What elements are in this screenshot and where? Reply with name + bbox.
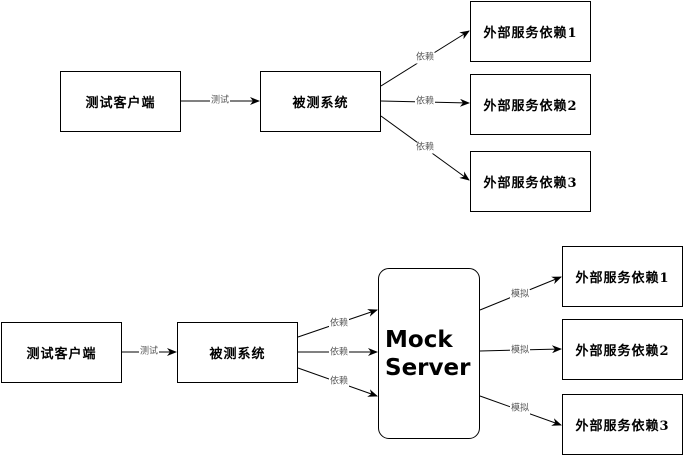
node-label: 外部服务依赖3	[575, 419, 670, 434]
mock-server-label: Mock Server	[385, 326, 471, 381]
top-external-dependency-3-node: 外部服务依赖3	[470, 151, 591, 212]
edge-label-bottom-mock2: 依赖	[328, 347, 350, 359]
edge-label-bottom-simulate2: 模拟	[509, 345, 531, 357]
edge-label-bottom-mock3: 依赖	[328, 376, 350, 388]
edge-label-bottom-mock1: 依赖	[328, 318, 350, 330]
bottom-system-under-test-node: 被测系统	[177, 322, 298, 383]
edge-label-bottom-simulate3: 模拟	[509, 403, 531, 415]
bottom-external-dependency-1-node: 外部服务依赖1	[562, 246, 683, 307]
node-label: 外部服务依赖1	[575, 271, 670, 286]
node-label: 外部服务依赖2	[483, 99, 578, 114]
top-system-under-test-node: 被测系统	[260, 71, 381, 132]
top-external-dependency-2-node: 外部服务依赖2	[470, 74, 591, 135]
mock-server-node: Mock Server	[378, 268, 480, 439]
bottom-external-dependency-3-node: 外部服务依赖3	[562, 394, 683, 455]
node-label: 测试客户端	[85, 96, 156, 111]
node-label: 测试客户端	[26, 347, 97, 362]
edge-label-bottom-test: 测试	[138, 346, 160, 358]
top-test-client-node: 测试客户端	[60, 71, 181, 132]
edge-label-top-dep3: 依赖	[414, 142, 436, 154]
edge-label-top-test: 测试	[209, 95, 231, 107]
top-external-dependency-1-node: 外部服务依赖1	[470, 1, 591, 62]
edge-label-top-dep1: 依赖	[414, 52, 436, 64]
node-label: 外部服务依赖1	[483, 26, 578, 41]
bottom-external-dependency-2-node: 外部服务依赖2	[562, 319, 683, 380]
edge-label-top-dep2: 依赖	[414, 96, 436, 108]
bottom-test-client-node: 测试客户端	[1, 322, 122, 383]
node-label: 外部服务依赖2	[575, 344, 670, 359]
node-label: 被测系统	[209, 347, 266, 362]
node-label: 被测系统	[292, 96, 349, 111]
edge-label-bottom-simulate1: 模拟	[509, 289, 531, 301]
node-label: 外部服务依赖3	[483, 176, 578, 191]
